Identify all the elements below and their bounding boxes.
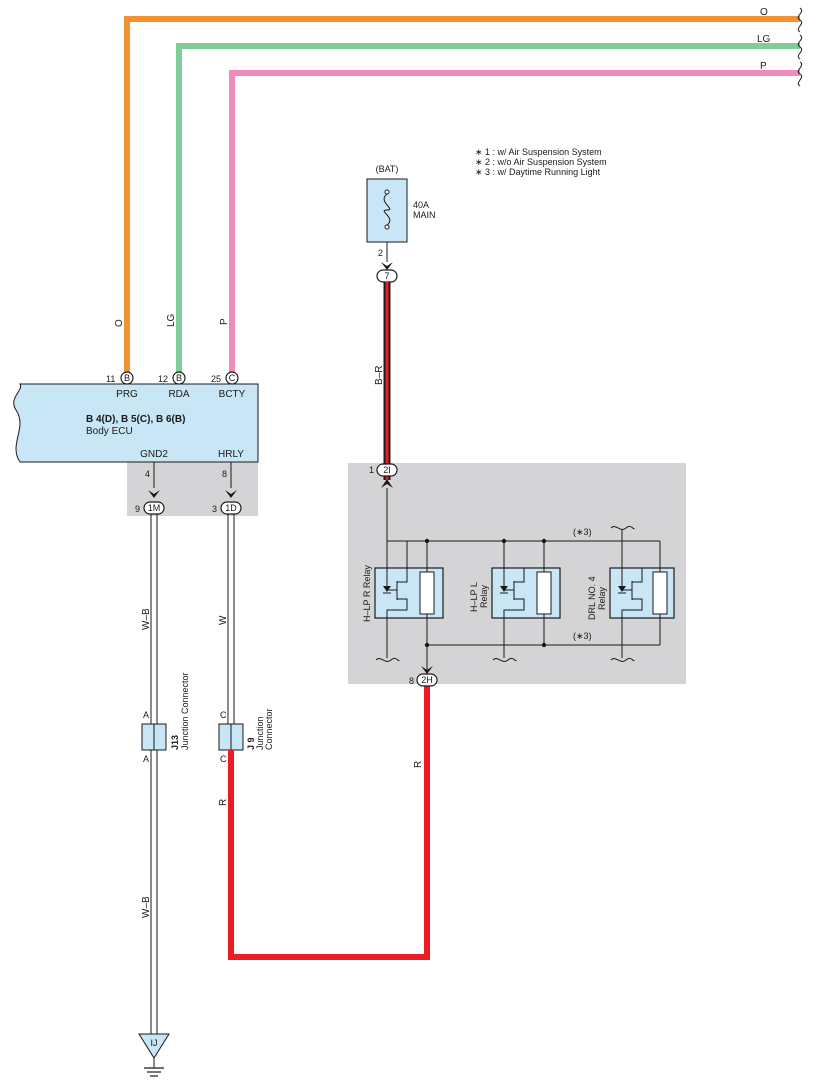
ecu-pin-connector: [120, 371, 134, 385]
wire-label-w: W: [218, 615, 229, 625]
connector-id: 1M: [148, 503, 161, 513]
wire-label-p: P: [219, 318, 230, 325]
ecu-pin-num: 25: [211, 374, 221, 384]
ecu-pin-conn-letter: B: [176, 373, 182, 383]
connector-1d: 3 1D: [212, 501, 242, 515]
note-2: ∗ 2 : w/o Air Suspension System: [475, 157, 607, 167]
ground-label: IJ: [150, 1038, 157, 1048]
ecu-pin-label: GND2: [140, 449, 168, 460]
ground-symbol: IJ: [138, 1033, 170, 1077]
relay-label: Relay: [597, 586, 607, 610]
wire-label-r-left: R: [218, 799, 229, 806]
connector-7: 2 7: [376, 248, 398, 283]
arrow-icon: [148, 490, 160, 498]
connector-pin-num: 8: [409, 676, 414, 686]
ecu-pin-num: 8: [222, 469, 227, 479]
connector-id: 7: [384, 271, 389, 281]
wire-label-lg-right: LG: [757, 34, 771, 45]
connector-pin-num: 9: [135, 504, 140, 514]
body-ecu: B 4(D), B 5(C), B 6(B) Body ECU 11 B PRG…: [13, 371, 259, 463]
connector-id: 2H: [421, 675, 433, 685]
wire-label-p-right: P: [760, 61, 767, 72]
arrow-icon: [421, 666, 433, 674]
connector-2i: 1 2I: [369, 463, 398, 477]
relay-label: H–LP L: [469, 582, 479, 612]
wire-w: [227, 462, 235, 724]
fuse-name: MAIN: [413, 210, 436, 220]
junction-connector-j9: C C J 9 Junction Connector: [218, 708, 274, 764]
arrow-icon: [381, 479, 393, 488]
wire-label-b-r: B–R: [374, 366, 385, 385]
ecu-pin-conn-letter: B: [124, 373, 130, 383]
wire-orange: [124, 16, 800, 372]
fuse-source: (BAT): [376, 164, 399, 174]
junction-label: Connector: [264, 708, 274, 750]
relay-open-ends: [375, 525, 635, 662]
wire-label-lg: LG: [166, 313, 177, 327]
wire-label-r-right: R: [413, 761, 424, 768]
main-fuse: (BAT) 40A MAIN: [366, 164, 436, 262]
wire-label-w-b-lower: W–B: [141, 896, 152, 918]
relay-note-bottom: (∗3): [573, 631, 592, 641]
ecu-pin-label: HRLY: [218, 449, 244, 460]
wire-light-green: [176, 43, 800, 372]
connector-pin-num: 1: [369, 465, 374, 475]
connector-id: 1D: [225, 503, 237, 513]
relay-h-lp-l: H–LP L Relay: [469, 567, 561, 619]
junction-pin-top: C: [220, 710, 227, 720]
fuse-rating: 40A: [413, 200, 429, 210]
relay-drl-no4: DRL NO. 4 Relay: [587, 567, 675, 620]
ecu-pin-num: 12: [158, 374, 168, 384]
wire-w-b: [150, 462, 158, 1034]
connector-pin-num: 3: [212, 504, 217, 514]
wire-label-o-right: O: [760, 7, 768, 18]
fuse-icon: [383, 193, 391, 226]
relay-junction-dots: [424, 538, 547, 648]
ecu-pin-num: 11: [106, 374, 115, 384]
connector-2h: 8 2H: [409, 673, 438, 687]
relay-label: Relay: [479, 584, 489, 608]
junction-pin-bottom: C: [220, 754, 227, 764]
relay-label: DRL NO. 4: [587, 576, 597, 620]
wire-pink: [229, 70, 800, 372]
junction-connector-j13: A A J13 Junction Connector: [141, 672, 190, 764]
wire-label-o: O: [114, 319, 125, 327]
ecu-connectors-label: B 4(D), B 5(C), B 6(B): [86, 414, 185, 425]
junction-id: J 9: [246, 737, 256, 750]
ecu-pin-connector: [225, 371, 239, 385]
relay-label: H–LP R Relay: [362, 565, 372, 622]
wire-label-w-b-upper: W–B: [141, 608, 152, 630]
junction-id: J13: [170, 735, 180, 750]
connector-pin-num: 2: [378, 248, 383, 258]
ecu-pin-label: BCTY: [219, 389, 246, 400]
junction-label: Junction Connector: [180, 672, 190, 750]
ecu-pin-connector: [172, 371, 186, 385]
ecu-pin-label: RDA: [168, 389, 189, 400]
connector-id: 2I: [383, 465, 391, 475]
junction-pin-bottom: A: [143, 754, 149, 764]
ecu-pin-conn-letter: C: [229, 373, 236, 383]
wire-continuation-marks: [797, 7, 803, 87]
note-3: ∗ 3 : w/ Daytime Running Light: [475, 167, 601, 177]
arrow-icon: [381, 262, 393, 270]
ecu-pin-label: PRG: [116, 389, 138, 400]
arrow-icon: [225, 490, 237, 498]
ecu-name-label: Body ECU: [86, 426, 133, 437]
junction-pin-top: A: [143, 710, 149, 720]
connector-1m: 9 1M: [135, 501, 165, 515]
note-1: ∗ 1 : w/ Air Suspension System: [475, 147, 602, 157]
notes-block: ∗ 1 : w/ Air Suspension System ∗ 2 : w/o…: [475, 147, 607, 177]
relay-h-lp-r: H–LP R Relay: [362, 565, 444, 622]
relay-note-top: (∗3): [573, 527, 592, 537]
junction-label: Junction: [255, 716, 265, 750]
wire-red: [228, 686, 430, 960]
ecu-pin-num: 4: [145, 469, 150, 479]
